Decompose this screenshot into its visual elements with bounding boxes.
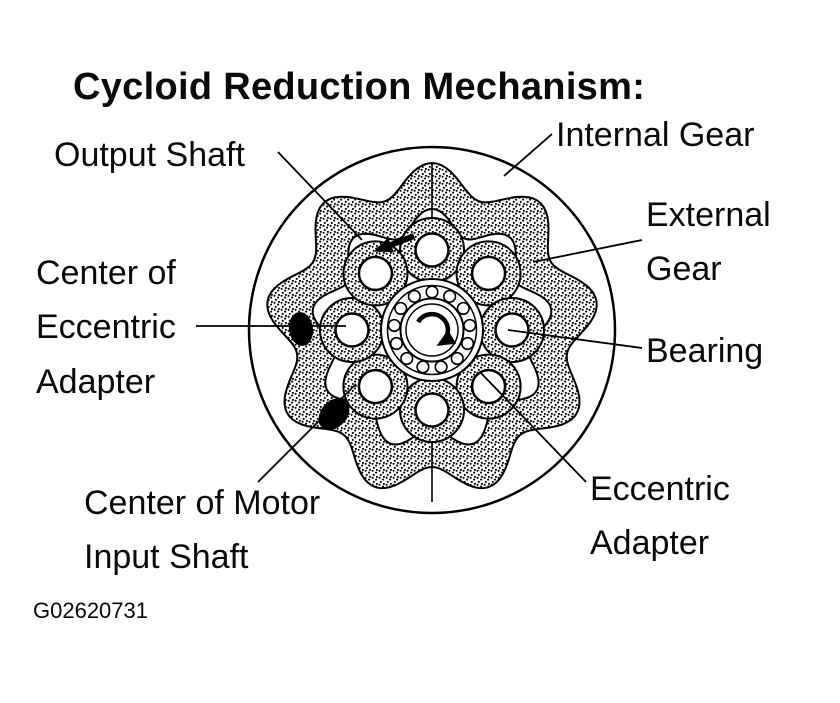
bearing-ball xyxy=(407,289,421,303)
bearing-ball xyxy=(416,360,430,374)
roller-pin xyxy=(342,353,409,420)
label-output-shaft: Output Shaft xyxy=(54,136,245,174)
leader-line-external-gear xyxy=(532,239,643,263)
bearing-ball xyxy=(389,336,404,351)
bearing-ball xyxy=(400,351,414,366)
leader-line-center-of-motor-input-shaft xyxy=(257,383,357,483)
bearing-ball xyxy=(425,285,439,299)
bearing-ball xyxy=(460,336,475,351)
bearing-assembly xyxy=(380,278,484,382)
roller-pin xyxy=(399,217,465,283)
roller-pin xyxy=(399,377,465,443)
bearing-ball xyxy=(394,301,408,316)
figure-title: Cycloid Reduction Mechanism: xyxy=(73,66,646,108)
bearing-ball xyxy=(450,351,464,366)
label-center-of-motor-input-shaft: Center of Motor Input Shaft xyxy=(84,484,321,577)
outer-housing-circle xyxy=(247,145,617,515)
leader-line-output-shaft xyxy=(277,151,363,241)
label-eccentric-adapter: Eccentric Adapter xyxy=(590,470,730,563)
bearing-ball xyxy=(456,301,470,316)
label-center-of-eccentric-adapter: Center of Eccentric Adapter xyxy=(36,254,176,401)
roller-pin xyxy=(455,240,522,307)
bearing-ball xyxy=(463,318,477,333)
output-shaft-arrow-icon xyxy=(374,233,416,253)
dark-lobe xyxy=(318,398,350,430)
bearing-ball xyxy=(387,318,401,333)
bearing-ball xyxy=(434,360,448,374)
figure-id: G02620731 xyxy=(33,598,148,623)
leader-line-eccentric-adapter xyxy=(479,371,587,483)
label-bearing: Bearing xyxy=(646,332,764,370)
roller-pin xyxy=(319,297,385,363)
leader-line-internal-gear xyxy=(503,133,553,177)
label-internal-gear: Internal Gear xyxy=(556,116,755,154)
rotation-arrow-icon xyxy=(416,311,457,346)
dark-lobe xyxy=(288,312,314,346)
label-external-gear: External Gear xyxy=(646,196,771,289)
bearing-ball xyxy=(443,289,457,303)
roller-pin xyxy=(342,240,409,307)
roller-pin xyxy=(455,353,522,420)
leader-line-bearing xyxy=(507,329,643,349)
